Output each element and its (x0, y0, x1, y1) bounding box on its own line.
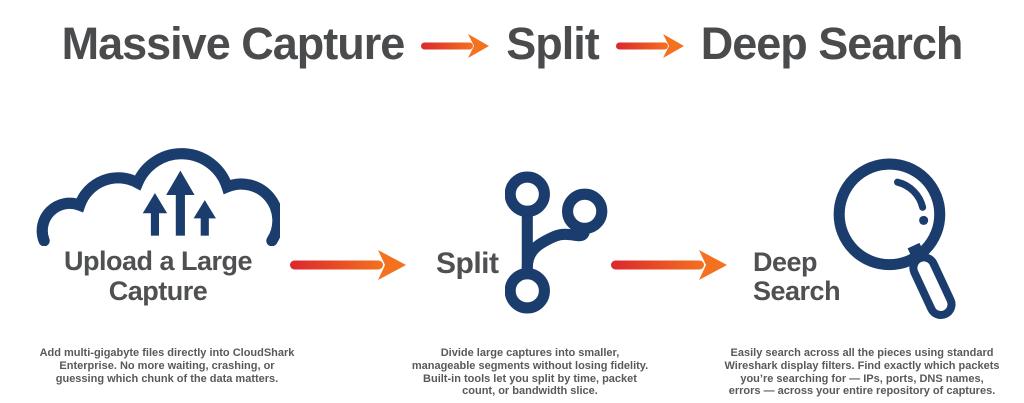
flow-arrow-icon (421, 33, 490, 58)
header-step-deep-search: Deep Search (700, 18, 964, 69)
step-title-deep-search: Deep Search (753, 247, 841, 306)
header-flow: Massive Capture Split Deep Search (0, 14, 1024, 74)
header-step-split: Split (506, 18, 599, 69)
step-title-upload: Upload a Large Capture (63, 246, 253, 306)
step-description-deep-search: Easily search across all the pieces usin… (724, 347, 1000, 398)
flow-arrow-icon (290, 250, 406, 280)
cloud-upload-icon (36, 148, 280, 246)
step-title-split: Split (436, 247, 499, 280)
flow-arrow-icon (615, 33, 684, 58)
flow-arrow-icon (611, 250, 727, 280)
search-magnifier-icon (833, 158, 956, 320)
step-description-upload: Add multi-gigabyte files directly into C… (39, 347, 295, 385)
header-step-massive-capture: Massive Capture (61, 18, 406, 69)
split-branch-icon (505, 171, 608, 314)
step-description-split: Divide large captures into smaller, mana… (411, 347, 649, 398)
